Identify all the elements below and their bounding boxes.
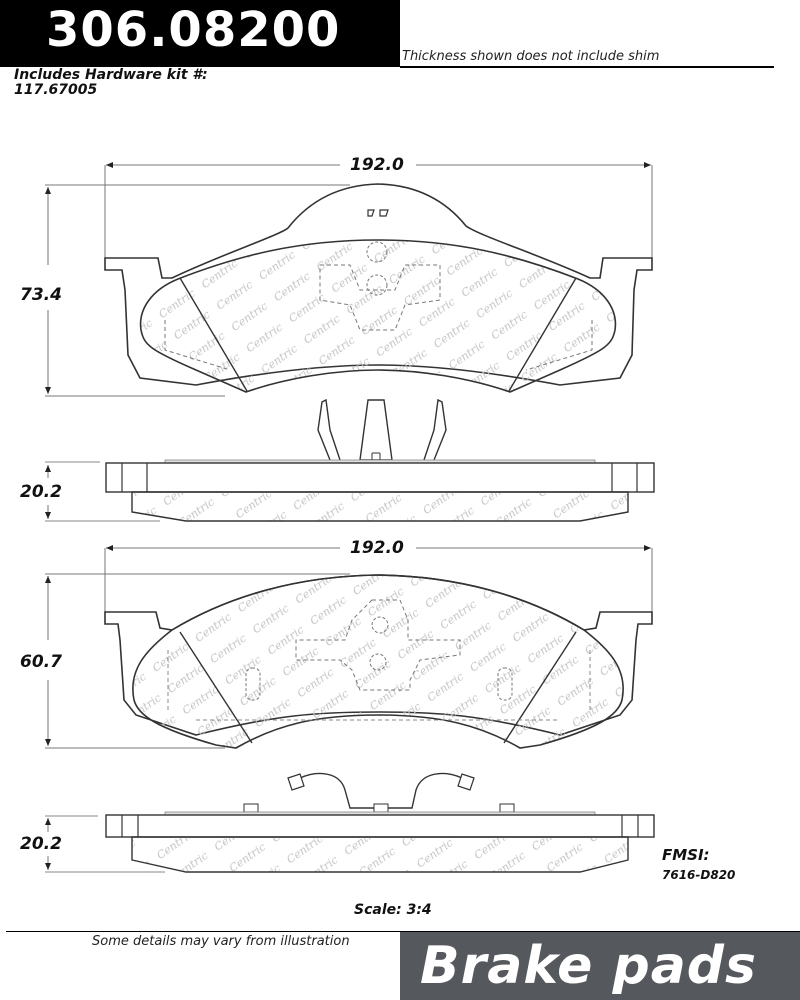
inner-thickness-dim: 20.2	[20, 834, 62, 854]
inner-pad-side-view: 20.2	[20, 772, 655, 873]
thickness-note: Thickness shown does not include shim	[402, 49, 660, 64]
category-label: Brake pads	[420, 936, 757, 996]
outer-height-dim: 73.4	[20, 285, 62, 305]
hardware-kit-number: 117.67005	[14, 82, 98, 98]
outer-width-dim: 192.0	[350, 155, 404, 175]
inner-pad-top-view: 192.0 60.7	[20, 538, 653, 749]
outer-pad-side-view: 20.2	[20, 398, 655, 522]
part-number-banner: 306.08200	[0, 0, 400, 67]
scale-label: Scale: 3:4	[354, 902, 432, 918]
inner-height-dim: 60.7	[20, 652, 62, 672]
part-number: 306.08200	[46, 2, 341, 58]
inner-width-dim: 192.0	[350, 538, 404, 558]
footer-divider	[6, 931, 800, 932]
hardware-kit-label: Includes Hardware kit #:	[14, 67, 208, 83]
fmsi-label: FMSI:	[662, 846, 710, 864]
fmsi-number: 7616-D820	[662, 868, 736, 882]
category-banner: Brake pads	[400, 932, 800, 1000]
outer-pad-top-view: 192.0 73.4	[20, 155, 653, 397]
outer-thickness-dim: 20.2	[20, 482, 62, 502]
disclaimer-note: Some details may vary from illustration	[92, 934, 350, 949]
header-divider	[400, 66, 774, 68]
